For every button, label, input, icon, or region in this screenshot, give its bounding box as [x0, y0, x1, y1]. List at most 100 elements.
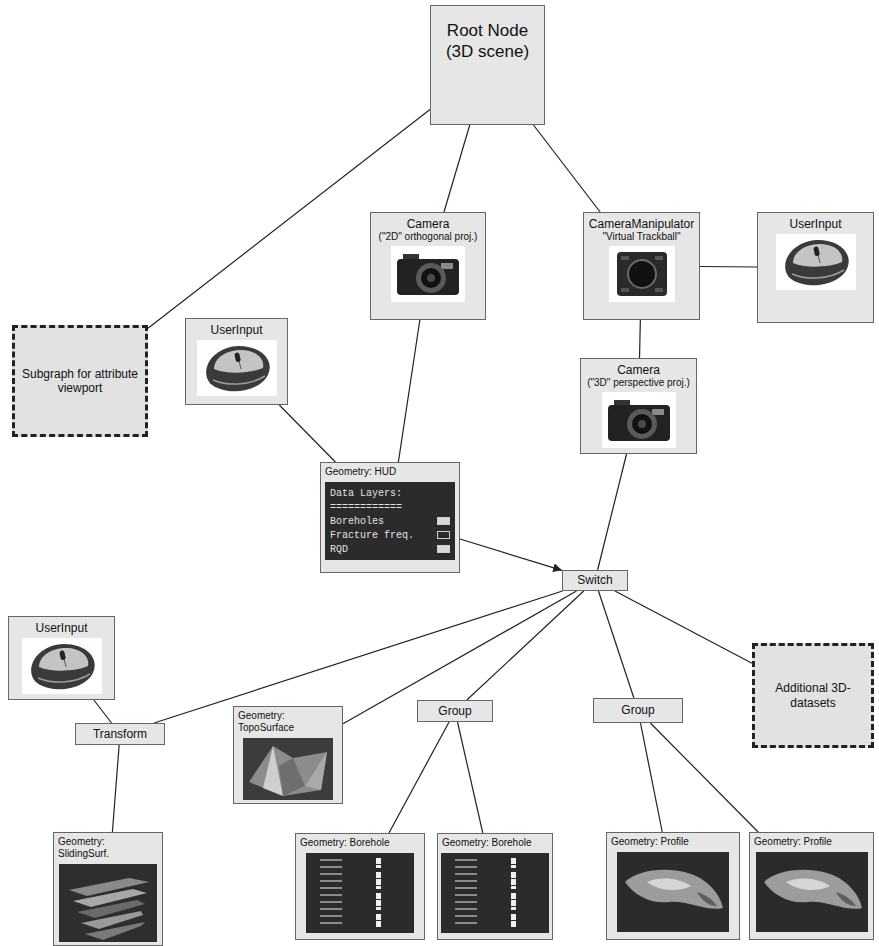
user-input-box: UserInput — [8, 616, 115, 700]
node-title: Root Node (3D scene) — [435, 20, 540, 63]
mouse-wheel — [813, 247, 820, 257]
depth-tick — [320, 901, 342, 903]
connector-line — [615, 591, 752, 663]
connector-line — [444, 125, 470, 212]
depth-tick — [455, 908, 477, 910]
depth-tick — [320, 922, 342, 924]
topo-picture — [243, 738, 333, 800]
node-title: UserInput — [35, 621, 87, 635]
picture-ground — [243, 738, 333, 800]
mouse-picture — [22, 638, 102, 694]
depth-tick — [455, 915, 477, 917]
depth-tick — [455, 866, 477, 868]
profile-section — [625, 870, 723, 909]
hud-text: Boreholes — [330, 516, 384, 527]
geometry-box: Geometry: Borehole — [437, 833, 553, 940]
depth-tick — [455, 894, 477, 896]
profile-layer — [647, 879, 691, 891]
picture-ground — [22, 638, 102, 694]
picture-ground — [391, 246, 465, 302]
core-segment — [511, 886, 516, 889]
camera-body — [397, 259, 459, 295]
sliding-picture — [59, 864, 157, 942]
depth-tick — [455, 873, 477, 875]
terrain — [249, 746, 327, 796]
camera-lens — [416, 263, 446, 293]
core-segment — [376, 879, 381, 885]
core-segment — [511, 907, 516, 910]
depth-tick — [455, 901, 477, 903]
core-segment — [376, 921, 381, 927]
depth-tick — [320, 908, 342, 910]
geometry-box: Geometry: SlidingSurf. — [53, 832, 163, 946]
core-segment — [376, 865, 381, 868]
profile-picture — [756, 852, 868, 932]
slide-strip — [85, 922, 145, 940]
mouse-top — [214, 350, 263, 373]
core-segment — [376, 900, 381, 906]
depth-tick — [320, 887, 342, 889]
node-title: Geometry: Profile — [611, 836, 735, 848]
manipulator-box: CameraManipulator"Virtual Trackball" — [583, 212, 700, 320]
depth-tick — [455, 887, 477, 889]
picture-ground — [59, 864, 157, 942]
connector-line — [458, 722, 483, 833]
profile-section — [764, 870, 862, 909]
core-segment — [376, 858, 381, 864]
connector-line — [598, 454, 627, 570]
layer-checkbox — [437, 545, 450, 553]
trackball-button — [655, 288, 663, 292]
depth-tick — [455, 880, 477, 882]
connector-line — [533, 125, 600, 212]
connector-line — [398, 320, 419, 462]
core-segment — [376, 886, 381, 889]
core-segment — [511, 893, 516, 899]
depth-tick — [455, 859, 477, 861]
connector-line — [389, 722, 449, 833]
depth-tick — [320, 866, 342, 868]
node-title: Geometry: Borehole — [300, 837, 420, 849]
node-title: UserInput — [210, 323, 262, 337]
mouse-wheel — [234, 353, 241, 363]
picture-ground — [756, 852, 868, 932]
hud-text: RQD — [330, 544, 348, 555]
node-title: Camera — [617, 363, 660, 377]
node-title: Subgraph for attribute viewport — [19, 367, 141, 396]
core-segment — [376, 893, 381, 899]
hud-row: Data Layers: — [330, 486, 450, 500]
geometry-box: Geometry: Borehole — [295, 833, 425, 940]
picture-ground — [441, 853, 549, 933]
hud-row: Boreholes — [330, 514, 450, 528]
camera-lens — [638, 420, 646, 428]
trackball-button — [655, 256, 663, 260]
trackball-ball — [628, 260, 656, 288]
geometry-box: Geometry: TopoSurface — [233, 706, 343, 804]
camera-box: Camera("3D" perspective proj.) — [580, 358, 697, 454]
connector-line — [650, 723, 758, 832]
node-title: Geometry: TopoSurface — [238, 710, 338, 734]
root-node-box: Root Node (3D scene) — [430, 5, 545, 125]
hud-text: Fracture freq. — [330, 530, 414, 541]
user-input-box: UserInput — [185, 318, 288, 405]
hud-geometry-box: Geometry: HUDData Layers:============Bor… — [320, 462, 460, 573]
node-title: Transform — [93, 727, 147, 741]
picture-ground — [306, 853, 414, 933]
geometry-box: Geometry: Profile — [749, 832, 874, 940]
node-subtitle: ("3D" perspective proj.) — [587, 377, 690, 389]
mouse-picture — [776, 234, 856, 290]
connector-line — [460, 539, 562, 570]
mouse-picture — [197, 340, 277, 396]
depth-tick — [320, 873, 342, 875]
datasets-box: Additional 3D-datasets — [752, 643, 874, 748]
core-segment — [511, 858, 516, 864]
node-title: UserInput — [789, 217, 841, 231]
camera-lens — [427, 274, 435, 282]
trackball-base — [617, 252, 667, 296]
profile-layer — [836, 892, 856, 906]
subgraph-box: Subgraph for attribute viewport — [12, 325, 148, 437]
terrain — [279, 758, 305, 796]
core-segment — [511, 921, 516, 927]
node-title: Geometry: HUD — [325, 466, 455, 478]
picture-ground — [197, 340, 277, 396]
core-segment — [376, 872, 381, 878]
